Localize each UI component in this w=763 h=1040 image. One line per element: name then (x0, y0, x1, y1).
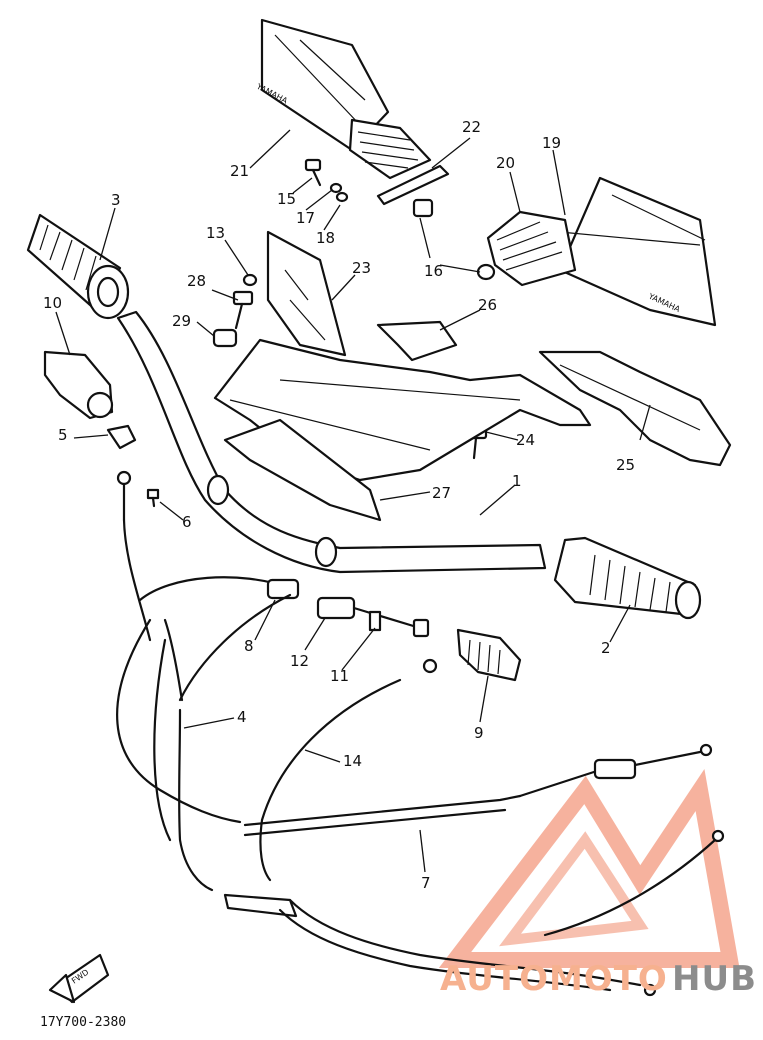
callout-26: 26 (478, 296, 497, 314)
callout-15: 15 (277, 190, 296, 208)
callout-12: 12 (290, 652, 309, 670)
left-visor: YAMAHA (254, 18, 432, 180)
callout-28: 28 (187, 272, 206, 290)
callout-19: 19 (542, 134, 561, 152)
callout-3: 3 (111, 191, 121, 209)
right-grip (553, 536, 702, 620)
left-grip (26, 213, 130, 320)
callout-16: 16 (424, 262, 443, 280)
right-visor: YAMAHA (486, 176, 717, 327)
handlebar-tube (116, 310, 547, 574)
callout-29: 29 (172, 312, 191, 330)
callout-2: 2 (601, 639, 611, 657)
callout-27: 27 (432, 484, 451, 502)
callout-24: 24 (516, 431, 535, 449)
callout-7: 7 (421, 874, 431, 892)
watermark-text-primary: AUTOMOTO (440, 959, 668, 999)
callout-25: 25 (616, 456, 635, 474)
callout-4: 4 (237, 708, 247, 726)
watermark-text-secondary: HUB (672, 959, 757, 999)
callout-10: 10 (43, 294, 62, 312)
callout-18: 18 (316, 229, 335, 247)
drawing-code: 17Y700-2380 (40, 1015, 126, 1030)
callout-11: 11 (330, 667, 349, 685)
leader-lines (55, 129, 651, 873)
callout-22: 22 (462, 118, 481, 136)
callout-8: 8 (244, 637, 254, 655)
callout-17: 17 (296, 209, 315, 227)
callout-13: 13 (206, 224, 225, 242)
callout-14: 14 (343, 752, 362, 770)
handlebar-bracket (213, 230, 732, 522)
callout-labels: 21 22 15 17 18 16 20 19 3 13 23 28 26 10… (43, 118, 635, 892)
callout-5: 5 (58, 426, 68, 444)
callout-9: 9 (474, 724, 484, 742)
switch-boot (456, 628, 522, 682)
callout-6: 6 (182, 513, 192, 531)
watermark-logo (438, 768, 740, 968)
cables (116, 470, 725, 997)
small-hardware (106, 158, 496, 638)
callout-21: 21 (230, 162, 249, 180)
fwd-direction-marker: FWD (48, 953, 110, 1004)
throttle-housing (43, 350, 114, 420)
callout-23: 23 (352, 259, 371, 277)
callout-1: 1 (512, 472, 522, 490)
callout-20: 20 (496, 154, 515, 172)
